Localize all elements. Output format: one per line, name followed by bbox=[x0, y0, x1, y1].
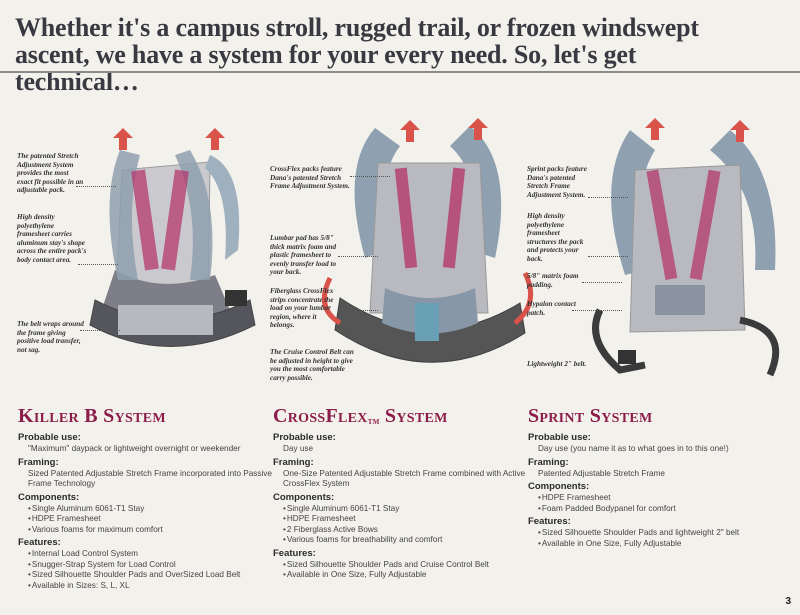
section-label: Components: bbox=[18, 491, 80, 503]
callout-framesheet: High density polyethylene framesheet car… bbox=[17, 213, 87, 264]
section-label: Probable use: bbox=[273, 432, 336, 443]
section-label: Features: bbox=[273, 547, 316, 559]
framing-text: Patented Adjustable Stretch Frame bbox=[538, 468, 665, 478]
callout-leader bbox=[80, 330, 120, 331]
feature-item: Sized Silhouette Shoulder Pads and OverS… bbox=[18, 570, 273, 581]
framing-text: Sized Patented Adjustable Stretch Frame … bbox=[28, 468, 272, 489]
page-headline: Whether it's a campus stroll, rugged tra… bbox=[15, 13, 699, 96]
callout-leader bbox=[572, 310, 622, 311]
red-arrow-icon bbox=[113, 128, 133, 150]
component-item: HDPE Framesheet bbox=[18, 514, 273, 525]
feature-item: Sized Silhouette Shoulder Pads and light… bbox=[528, 528, 790, 539]
component-item: 2 Fiberglass Active Bows bbox=[273, 525, 528, 536]
crossflex-system-spec: CrossFlexTM System Probable use: Day use… bbox=[273, 402, 528, 581]
callout-leader bbox=[78, 264, 118, 265]
section-label: Features: bbox=[18, 537, 61, 548]
callout-leader bbox=[338, 310, 378, 311]
feature-item: Available in Sizes: S, L, XL bbox=[18, 581, 273, 592]
section-label: Components: bbox=[528, 481, 590, 492]
callout-belt-wraps: The belt wraps around the frame giving p… bbox=[17, 320, 84, 354]
section-label: Framing: bbox=[528, 456, 569, 468]
section-label: Framing: bbox=[18, 456, 59, 468]
page-number: 3 bbox=[785, 596, 791, 607]
trademark-mark: TM bbox=[367, 418, 380, 426]
callout-lightweight-belt: Lightweight 2" belt. bbox=[527, 360, 587, 368]
component-item: Various foams for maximum comfort bbox=[18, 525, 273, 536]
callout-leader bbox=[582, 282, 622, 283]
system-title: Killer B System bbox=[18, 405, 166, 427]
sprint-pack-illustration bbox=[592, 130, 780, 377]
component-item: Foam Padded Bodypanel for comfort bbox=[528, 504, 790, 515]
sprint-system-spec: Sprint System Probable use: Day use (you… bbox=[528, 402, 790, 549]
callout-cruise-control-belt: The Cruise Control Belt can be adjusted … bbox=[270, 348, 354, 382]
red-arrow-icon bbox=[730, 120, 750, 142]
killer-b-system-spec: Killer B System Probable use: "Maximum" … bbox=[18, 402, 273, 591]
feature-item: Available in One Size, Fully Adjustable bbox=[273, 570, 528, 581]
feature-item: Sized Silhouette Shoulder Pads and Cruis… bbox=[273, 560, 528, 571]
killer-b-pack-illustration bbox=[89, 150, 256, 347]
component-item: Single Aluminum 6061-T1 Stay bbox=[18, 504, 273, 515]
feature-item: Available in One Size, Fully Adjustable bbox=[528, 539, 790, 550]
feature-item: Snugger-Strap System for Load Control bbox=[18, 560, 273, 571]
callout-matrix-foam: 5/8" matrix foam padding. bbox=[527, 272, 579, 289]
probable-use-text: Day use bbox=[283, 444, 314, 453]
system-title: Sprint System bbox=[528, 405, 653, 427]
probable-use-text: Day use (you name it as to what goes in … bbox=[538, 444, 729, 453]
red-arrow-icon bbox=[468, 118, 488, 140]
probable-use-text: "Maximum" daypack or lightweight overnig… bbox=[28, 444, 241, 453]
red-arrow-icon bbox=[205, 128, 225, 150]
section-label: Probable use: bbox=[528, 432, 591, 443]
callout-leader bbox=[588, 256, 628, 257]
feature-item: Internal Load Control System bbox=[18, 549, 273, 560]
red-arrow-icon bbox=[645, 118, 665, 140]
callout-sprint-framesheet: High density polyethylene framesheet str… bbox=[527, 212, 584, 263]
component-item: HDPE Framesheet bbox=[273, 514, 528, 525]
red-arrow-icon bbox=[400, 120, 420, 142]
callout-leader bbox=[588, 197, 628, 198]
component-item: Various foams for breathability and comf… bbox=[273, 535, 528, 546]
crossflex-pack-illustration bbox=[321, 126, 534, 363]
callout-leader bbox=[350, 176, 390, 177]
system-title: CrossFlexTM System bbox=[273, 405, 448, 427]
section-label: Probable use: bbox=[18, 432, 81, 443]
callout-crossflex-stretch: CrossFlex packs feature Dana's patented … bbox=[270, 165, 350, 191]
callout-stretch-adjustment: The patented Stretch Adjustment System p… bbox=[17, 152, 84, 195]
component-item: HDPE Framesheet bbox=[528, 493, 790, 504]
section-label: Framing: bbox=[273, 456, 314, 468]
callout-sprint-stretch: Sprint packs feature Dana's patented Str… bbox=[527, 165, 587, 199]
headline-rule bbox=[0, 71, 800, 73]
section-label: Features: bbox=[528, 516, 571, 527]
component-item: Single Aluminum 6061-T1 Stay bbox=[273, 504, 528, 515]
callout-fiberglass-strips: Fiberglass CrossFlex strips concentrate … bbox=[270, 287, 334, 330]
section-label: Components: bbox=[273, 491, 335, 503]
callout-lumbar-pad: Lumbar pad has 5/8" thick matrix foam an… bbox=[270, 234, 337, 277]
callout-leader bbox=[338, 256, 378, 257]
framing-text: One-Size Patented Adjustable Stretch Fra… bbox=[283, 468, 526, 489]
callout-leader bbox=[76, 186, 116, 187]
callout-hypalon: Hypalon contact patch. bbox=[527, 300, 576, 317]
